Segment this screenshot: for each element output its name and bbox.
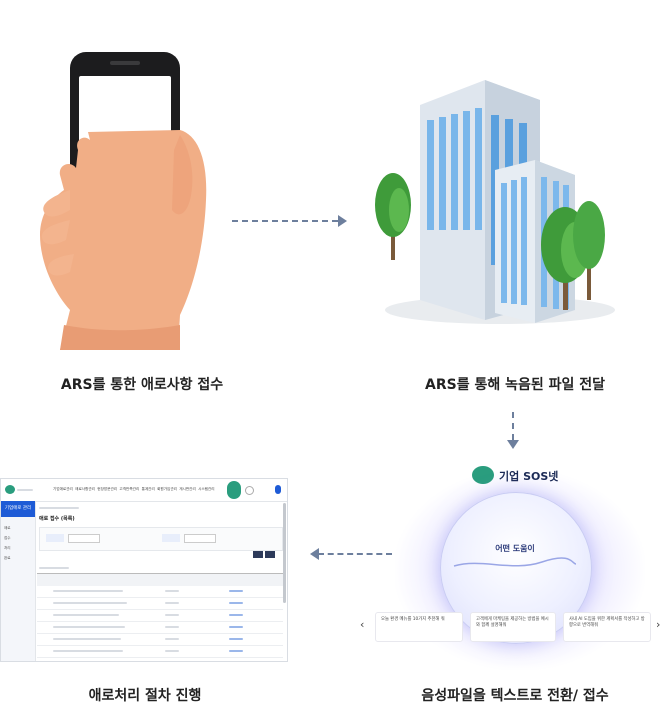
filter-label bbox=[46, 534, 64, 542]
chat-badge-icon[interactable] bbox=[227, 481, 241, 499]
caption-step2: ARS를 통해 녹음된 파일 전달 bbox=[425, 377, 605, 393]
sos-suggestion-card-2[interactable]: 고객에게 마케팅을 제공하는 방법을 예시와 함께 설명해줘 bbox=[470, 612, 556, 642]
admin-logo-icon bbox=[5, 485, 15, 494]
sidebar-item[interactable]: 접수 bbox=[4, 536, 11, 540]
sos-wave-icon bbox=[453, 557, 577, 567]
phone-in-hand-illustration bbox=[40, 52, 207, 350]
nav-item[interactable]: 회원가입관리 bbox=[157, 487, 177, 491]
admin-nav: 기업애로관리 애로사항관리 현장방문관리 고객만족관리 통계관리 회원가입관리 … bbox=[53, 487, 215, 492]
nav-item[interactable]: 현장방문관리 bbox=[97, 487, 118, 491]
table-row[interactable] bbox=[37, 646, 283, 658]
arrow-head-right bbox=[338, 215, 347, 227]
filter-label bbox=[162, 534, 180, 542]
arrow-line-step3-to-step4 bbox=[318, 553, 392, 555]
table-row[interactable] bbox=[37, 586, 283, 598]
sos-next-icon[interactable]: › bbox=[656, 618, 661, 631]
scrollbar[interactable] bbox=[283, 503, 286, 603]
sidebar-item[interactable]: 완료 bbox=[4, 556, 11, 560]
filter-select[interactable] bbox=[68, 534, 100, 543]
nav-item[interactable]: 통계관리 bbox=[141, 487, 155, 491]
table-row[interactable] bbox=[37, 598, 283, 610]
nav-item[interactable]: 게시판관리 bbox=[179, 487, 196, 491]
alert-icon[interactable] bbox=[275, 485, 281, 494]
admin-page-title: 애로 접수 (목록) bbox=[39, 516, 75, 522]
search-button[interactable] bbox=[253, 551, 263, 558]
sos-logo: 기업 SOS넷 bbox=[472, 466, 602, 488]
filter-select[interactable] bbox=[184, 534, 216, 543]
sos-title: 기업 SOS넷 bbox=[499, 470, 559, 483]
admin-sidebar: 기업애로 관리 애로 접수 처리 완료 bbox=[1, 501, 36, 661]
table-header bbox=[37, 573, 283, 586]
sidebar-item[interactable]: 애로 bbox=[4, 526, 11, 530]
admin-breadcrumb bbox=[39, 507, 79, 509]
admin-search-box bbox=[39, 527, 283, 551]
admin-logo-text bbox=[17, 489, 33, 491]
caption-step4: 애로처리 절차 진행 bbox=[88, 688, 202, 704]
sos-logo-icon bbox=[472, 466, 494, 484]
office-building-illustration bbox=[375, 80, 615, 324]
nav-item[interactable]: 고객만족관리 bbox=[119, 487, 140, 491]
caption-step1: ARS를 통한 애로사항 접수 bbox=[60, 377, 224, 393]
admin-ui-header: 기업애로관리 애로사항관리 현장방문관리 고객만족관리 통계관리 회원가입관리 … bbox=[1, 479, 287, 502]
admin-ui-screenshot: 기업애로관리 애로사항관리 현장방문관리 고객만족관리 통계관리 회원가입관리 … bbox=[0, 478, 288, 662]
admin-sidebar-title: 기업애로 관리 bbox=[1, 501, 35, 517]
arrow-head-left bbox=[310, 548, 319, 560]
caption-step3: 음성파일을 텍스트로 전환/ 접수 bbox=[421, 688, 609, 704]
sos-prev-icon[interactable]: ‹ bbox=[360, 618, 365, 631]
nav-item[interactable]: 애로사항관리 bbox=[75, 487, 95, 491]
arrow-line-step2-to-step3 bbox=[512, 412, 514, 440]
reset-button[interactable] bbox=[265, 551, 275, 558]
user-icon[interactable] bbox=[245, 486, 254, 495]
sos-suggestion-card-3[interactable]: 사내 AI 도입을 위한 계획서를 작성하고 방향으로 번역해줘 bbox=[563, 612, 651, 642]
table-row[interactable] bbox=[37, 622, 283, 634]
arrow-line-step1-to-step2 bbox=[232, 220, 338, 222]
arrow-head-down bbox=[507, 440, 519, 449]
result-count bbox=[39, 567, 69, 569]
sos-suggestion-card-1[interactable]: 오늘 환경 메뉴를 10가지 추천해 줘 bbox=[375, 612, 463, 642]
table-row[interactable] bbox=[37, 610, 283, 622]
nav-item[interactable]: 기업애로관리 bbox=[53, 487, 73, 491]
sos-bubble-text: 어떤 도움이 bbox=[495, 544, 535, 553]
table-row[interactable] bbox=[37, 634, 283, 646]
sidebar-item[interactable]: 처리 bbox=[4, 546, 11, 550]
nav-item[interactable]: 시스템관리 bbox=[198, 487, 215, 491]
